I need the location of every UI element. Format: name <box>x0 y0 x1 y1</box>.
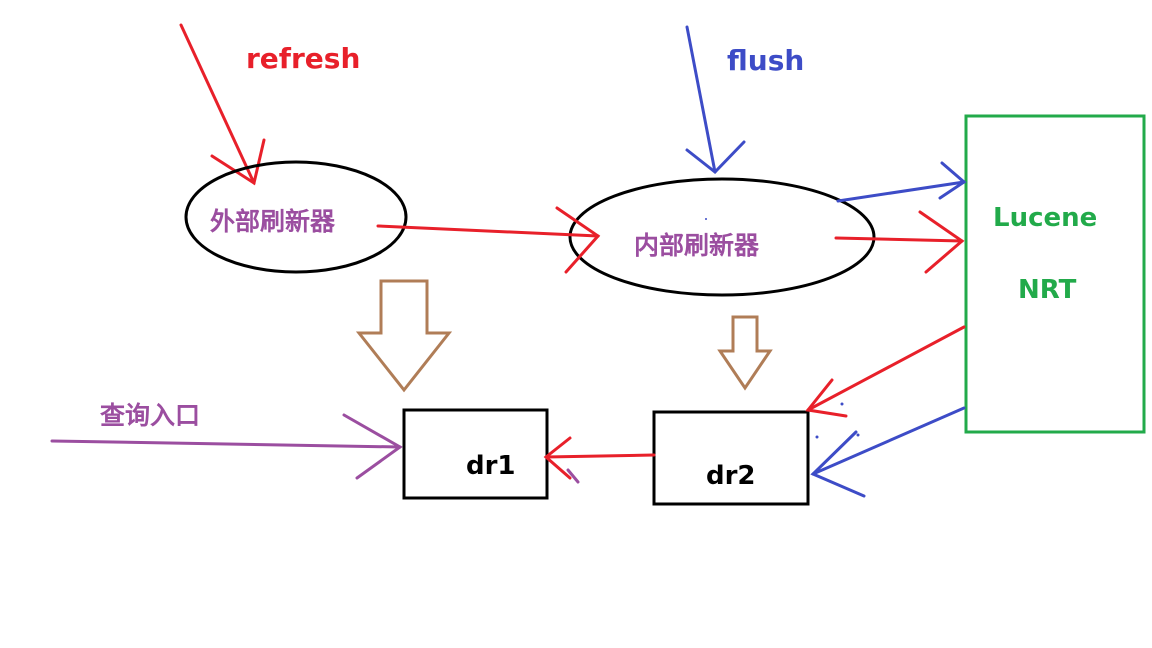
dr2-label: dr2 <box>706 461 756 491</box>
dr2-box <box>652 410 810 506</box>
internal-to-lucene-red-arrow <box>834 210 965 274</box>
internal-refresher-ellipse <box>568 177 876 297</box>
dr1-box <box>402 408 549 500</box>
stray-marks <box>705 218 860 439</box>
external-refresher-ellipse <box>184 160 408 274</box>
refresh-label: refresh <box>246 42 360 75</box>
internal-to-dr2-hollow-arrow <box>717 315 773 391</box>
dr1-arrow-tail-mark <box>566 468 580 484</box>
external-refresher-label: 外部刷新器 <box>210 207 336 236</box>
nrt-label: NRT <box>1018 275 1077 305</box>
internal-to-lucene-blue-arrow <box>836 161 967 203</box>
lucene-to-dr2-blue-arrow <box>810 406 966 498</box>
flush-label: flush <box>727 44 804 77</box>
flush-arrow <box>685 25 746 175</box>
internal-refresher-label: 内部刷新器 <box>634 231 760 260</box>
lucene-to-dr2-red-arrow <box>805 325 966 418</box>
query-entry-label: 查询入口 <box>100 401 200 430</box>
dr2-to-dr1-arrow <box>543 436 656 480</box>
lucene-label: Lucene <box>993 203 1097 233</box>
dr1-label: dr1 <box>466 451 516 481</box>
query-entry-arrow <box>50 413 403 480</box>
external-to-dr1-hollow-arrow <box>355 279 453 393</box>
external-to-internal-arrow <box>376 206 601 274</box>
refresh-arrow <box>179 23 266 186</box>
lucene-nrt-box <box>964 114 1146 434</box>
